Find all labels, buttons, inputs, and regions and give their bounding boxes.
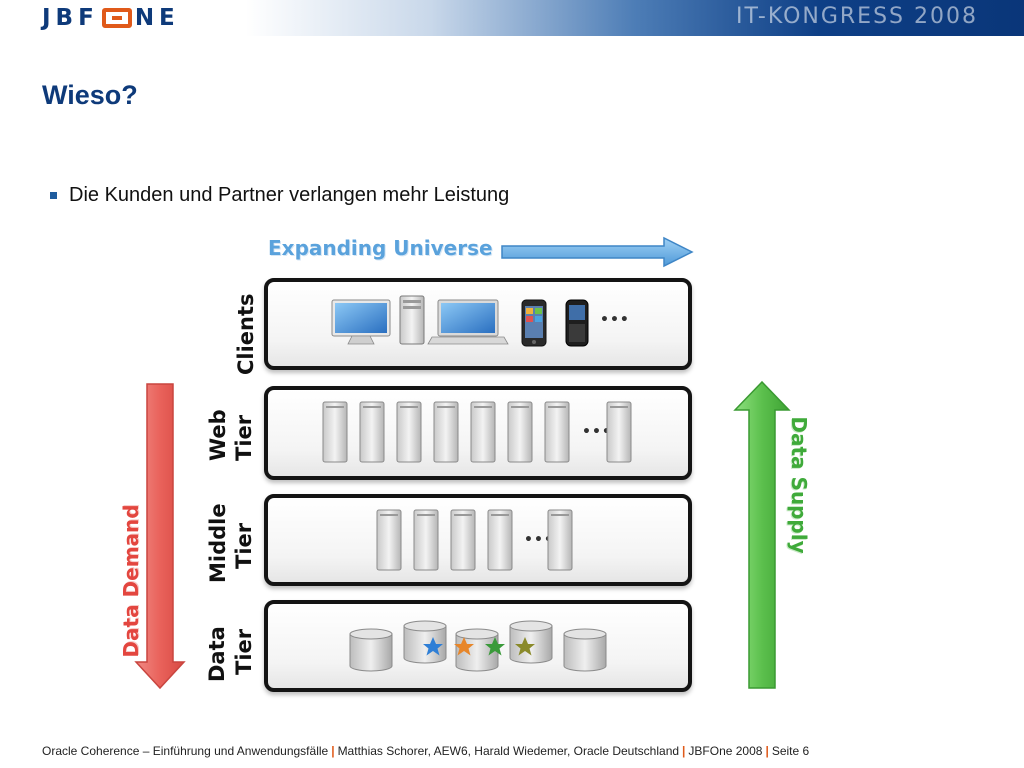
middle-tier-label-line2: Tier: [232, 522, 256, 569]
footer-separator: |: [331, 744, 335, 758]
logo-text-jbf: JBF: [42, 5, 99, 31]
web-tier-panel: [264, 386, 692, 480]
header-band: JBF NE IT-KONGRESS 2008: [0, 0, 1024, 36]
clients-tier-label: Clients: [234, 293, 258, 375]
footer-separator: |: [682, 744, 686, 758]
logo-o-mark: [101, 8, 132, 28]
footer: Oracle Coherence – Einführung und Anwend…: [42, 744, 809, 758]
web-tier-label-line1: Web: [206, 409, 230, 461]
data-tier-label-line2: Tier: [232, 628, 256, 675]
data-tier-label-line1: Data: [205, 626, 229, 682]
data-demand-label: Data Demand: [119, 504, 143, 658]
web-tier-ellipsis: •••: [582, 424, 612, 440]
bullet-text: Die Kunden und Partner verlangen mehr Le…: [69, 184, 510, 206]
page-title: Wieso?: [42, 80, 138, 110]
expanding-universe-label: Expanding Universe: [268, 236, 493, 260]
footer-authors: Matthias Schorer, AEW6, Harald Wiedemer,…: [337, 744, 680, 758]
jbfone-logo: JBF NE: [42, 5, 180, 31]
logo-text-ne: NE: [134, 5, 180, 31]
footer-separator: |: [765, 744, 769, 758]
footer-page-number: Seite 6: [771, 744, 810, 758]
data-tier-panel: [264, 600, 692, 692]
clients-ellipsis: •••: [600, 312, 630, 328]
web-tier-label-line2: Tier: [232, 414, 256, 461]
bullet-square-icon: [50, 192, 57, 199]
data-supply-arrow: [733, 380, 791, 689]
data-supply-label: Data Supply: [787, 416, 811, 554]
footer-presentation-title: Oracle Coherence – Einführung und Anwend…: [42, 744, 329, 758]
footer-event: JBFOne 2008: [688, 744, 763, 758]
expanding-universe-arrow: [501, 236, 694, 268]
bullet-item: Die Kunden und Partner verlangen mehr Le…: [50, 184, 509, 207]
middle-tier-panel: [264, 494, 692, 586]
middle-tier-ellipsis: •••: [524, 532, 554, 548]
event-title: IT-KONGRESS 2008: [736, 4, 978, 29]
middle-tier-label-line1: Middle: [206, 503, 230, 583]
